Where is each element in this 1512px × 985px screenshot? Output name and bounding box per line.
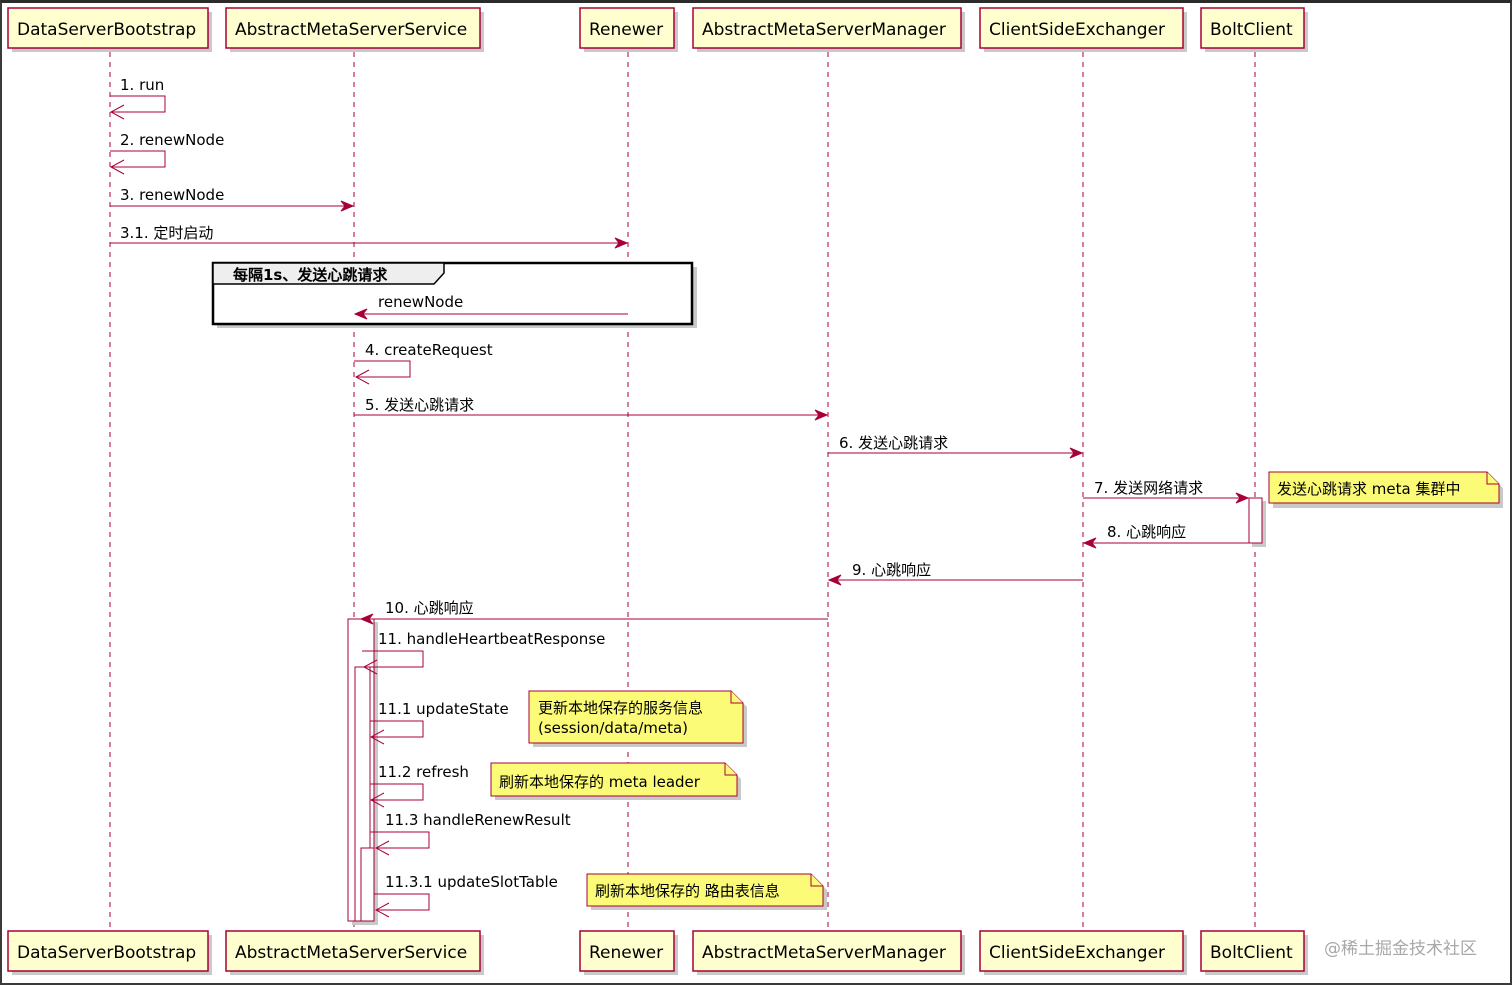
participant-bc-bottom: [1200, 930, 1305, 972]
message-11-1: [370, 720, 424, 738]
message-label-2: 2. renewNode: [120, 131, 224, 149]
participant-amsm-bottom: [692, 930, 962, 972]
message-label-loop: renewNode: [378, 293, 463, 311]
message-label-5: 5. 发送心跳请求: [365, 396, 474, 414]
note-3: 刷新本地保存的 meta leader: [490, 762, 741, 800]
note-2-line-2: (session/data/meta): [538, 719, 688, 737]
message-label-11-1: 11.1 updateState: [378, 700, 509, 718]
participant-bc-top: [1200, 7, 1305, 49]
activation-amss-3: [360, 847, 375, 922]
message-11: [362, 650, 424, 668]
message-11-3-1: [374, 893, 430, 911]
message-label-3-1: 3.1. 定时启动: [120, 224, 213, 242]
message-label-11-3-1: 11.3.1 updateSlotTable: [385, 873, 558, 891]
participant-bc-top-label: BoltClient: [1210, 20, 1293, 40]
message-2: [110, 150, 166, 168]
loop-label: 每隔1s、发送心跳请求: [233, 266, 388, 284]
message-label-11: 11. handleHeartbeatResponse: [378, 630, 605, 648]
participants-bottom: DataServerBootstrap AbstractMetaServerSe…: [7, 930, 1308, 975]
participant-cse-bottom: [979, 930, 1184, 972]
loop-group: 每隔1s、发送心跳请求: [211, 261, 697, 328]
note-4-line-1: 刷新本地保存的 路由表信息: [595, 882, 780, 900]
loop-frame: [211, 261, 694, 326]
note-3-line-1: 刷新本地保存的 meta leader: [499, 773, 701, 791]
participant-cse-top-label: ClientSideExchanger: [989, 20, 1165, 40]
message-label-6: 6. 发送心跳请求: [839, 434, 948, 452]
participant-cse-bottom-label: ClientSideExchanger: [989, 943, 1165, 963]
participant-amsm-top-label: AbstractMetaServerManager: [702, 20, 946, 40]
loop-tab: [212, 262, 445, 285]
participant-amss-bottom-label: AbstractMetaServerService: [235, 943, 467, 963]
message-label-1: 1. run: [120, 76, 164, 94]
message-label-3: 3. renewNode: [120, 186, 224, 204]
participant-amsm-bottom-label: AbstractMetaServerManager: [702, 943, 946, 963]
note-1-line-1: 发送心跳请求 meta 集群中: [1277, 480, 1460, 498]
participant-bc-bottom-label: BoltClient: [1210, 943, 1293, 963]
message-4: [354, 360, 411, 378]
message-label-11-3: 11.3 handleRenewResult: [385, 811, 571, 829]
notes: 发送心跳请求 meta 集群中 更新本地保存的服务信息 (session/dat…: [490, 471, 1503, 910]
message-label-7: 7. 发送网络请求: [1094, 479, 1203, 497]
participant-ren-bottom-label: Renewer: [589, 943, 663, 963]
participants-top: DataServerBootstrap AbstractMetaServerSe…: [7, 7, 1308, 52]
participant-amss-bottom: [225, 930, 481, 972]
participant-amss-top-label: AbstractMetaServerService: [235, 20, 467, 40]
participant-amss-top: [225, 7, 481, 49]
participant-dsb-top: [7, 7, 209, 49]
message-11-3: [370, 831, 430, 849]
participant-ren-bottom: [579, 930, 675, 972]
message-label-11-2: 11.2 refresh: [378, 763, 469, 781]
messages: 1. run 2. renewNode 3. renewNode 3.1. 定时…: [109, 76, 1250, 918]
note-2: 更新本地保存的服务信息 (session/data/meta): [528, 690, 747, 747]
participant-dsb-bottom-label: DataServerBootstrap: [17, 943, 196, 963]
note-4: 刷新本地保存的 路由表信息: [586, 873, 827, 910]
activation-bc: [1248, 497, 1263, 544]
participant-cse-top: [979, 7, 1184, 49]
message-1: [110, 95, 166, 113]
participant-ren-top-label: Renewer: [589, 20, 663, 40]
message-label-8: 8. 心跳响应: [1107, 523, 1186, 541]
note-2-line-1: 更新本地保存的服务信息: [538, 699, 703, 717]
message-label-9: 9. 心跳响应: [852, 561, 931, 579]
watermark: @稀土掘金技术社区: [1324, 939, 1477, 959]
message-label-10: 10. 心跳响应: [385, 599, 474, 617]
participant-dsb-bottom: [7, 930, 209, 972]
message-label-4: 4. createRequest: [365, 341, 493, 359]
participant-dsb-top-label: DataServerBootstrap: [17, 20, 196, 40]
participant-amsm-top: [692, 7, 962, 49]
activations: [347, 497, 1266, 925]
note-1: 发送心跳请求 meta 集群中: [1268, 471, 1503, 508]
participant-ren-top: [579, 7, 675, 49]
message-11-2: [370, 783, 424, 801]
